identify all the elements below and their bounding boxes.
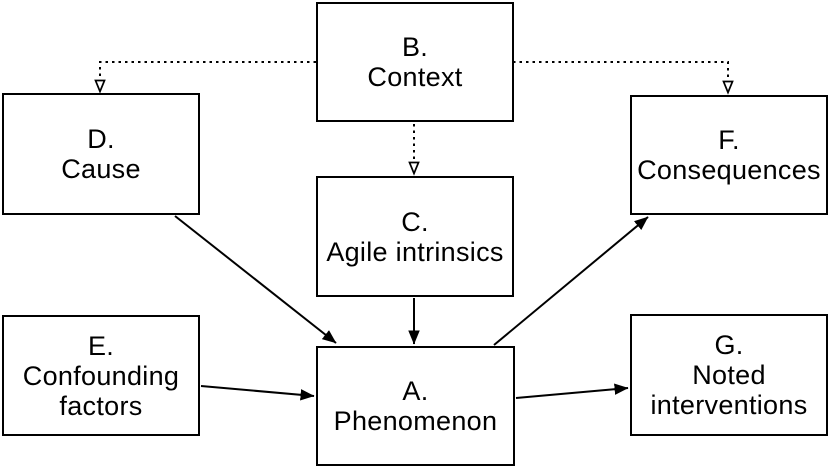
box-noted-interventions-label: G. Noted interventions — [650, 330, 808, 420]
box-phenomenon-label: A. Phenomenon — [333, 376, 498, 436]
box-cause-label: D. Cause — [61, 124, 141, 184]
box-context-label: B. Context — [367, 32, 463, 92]
arrow-confounding-factors-to-phenomenon — [200, 385, 315, 401]
box-consequences-label: F. Consequences — [637, 125, 821, 185]
box-confounding-factors: E. Confounding factors — [2, 315, 200, 436]
box-phenomenon: A. Phenomenon — [316, 346, 515, 466]
box-consequences: F. Consequences — [630, 95, 828, 215]
box-agile-intrinsics: C. Agile intrinsics — [316, 176, 514, 297]
box-confounding-factors-label: E. Confounding factors — [22, 330, 180, 421]
box-cause: D. Cause — [2, 93, 200, 215]
box-agile-intrinsics-label: C. Agile intrinsics — [326, 206, 504, 267]
box-context: B. Context — [316, 2, 514, 122]
box-noted-interventions: G. Noted interventions — [630, 314, 828, 436]
arrow-context-to-cause — [94, 61, 316, 94]
arrow-phenomenon-to-noted-interventions — [515, 383, 629, 399]
arrow-phenomenon-to-consequences — [493, 216, 649, 346]
arrow-context-to-consequences — [513, 61, 734, 95]
